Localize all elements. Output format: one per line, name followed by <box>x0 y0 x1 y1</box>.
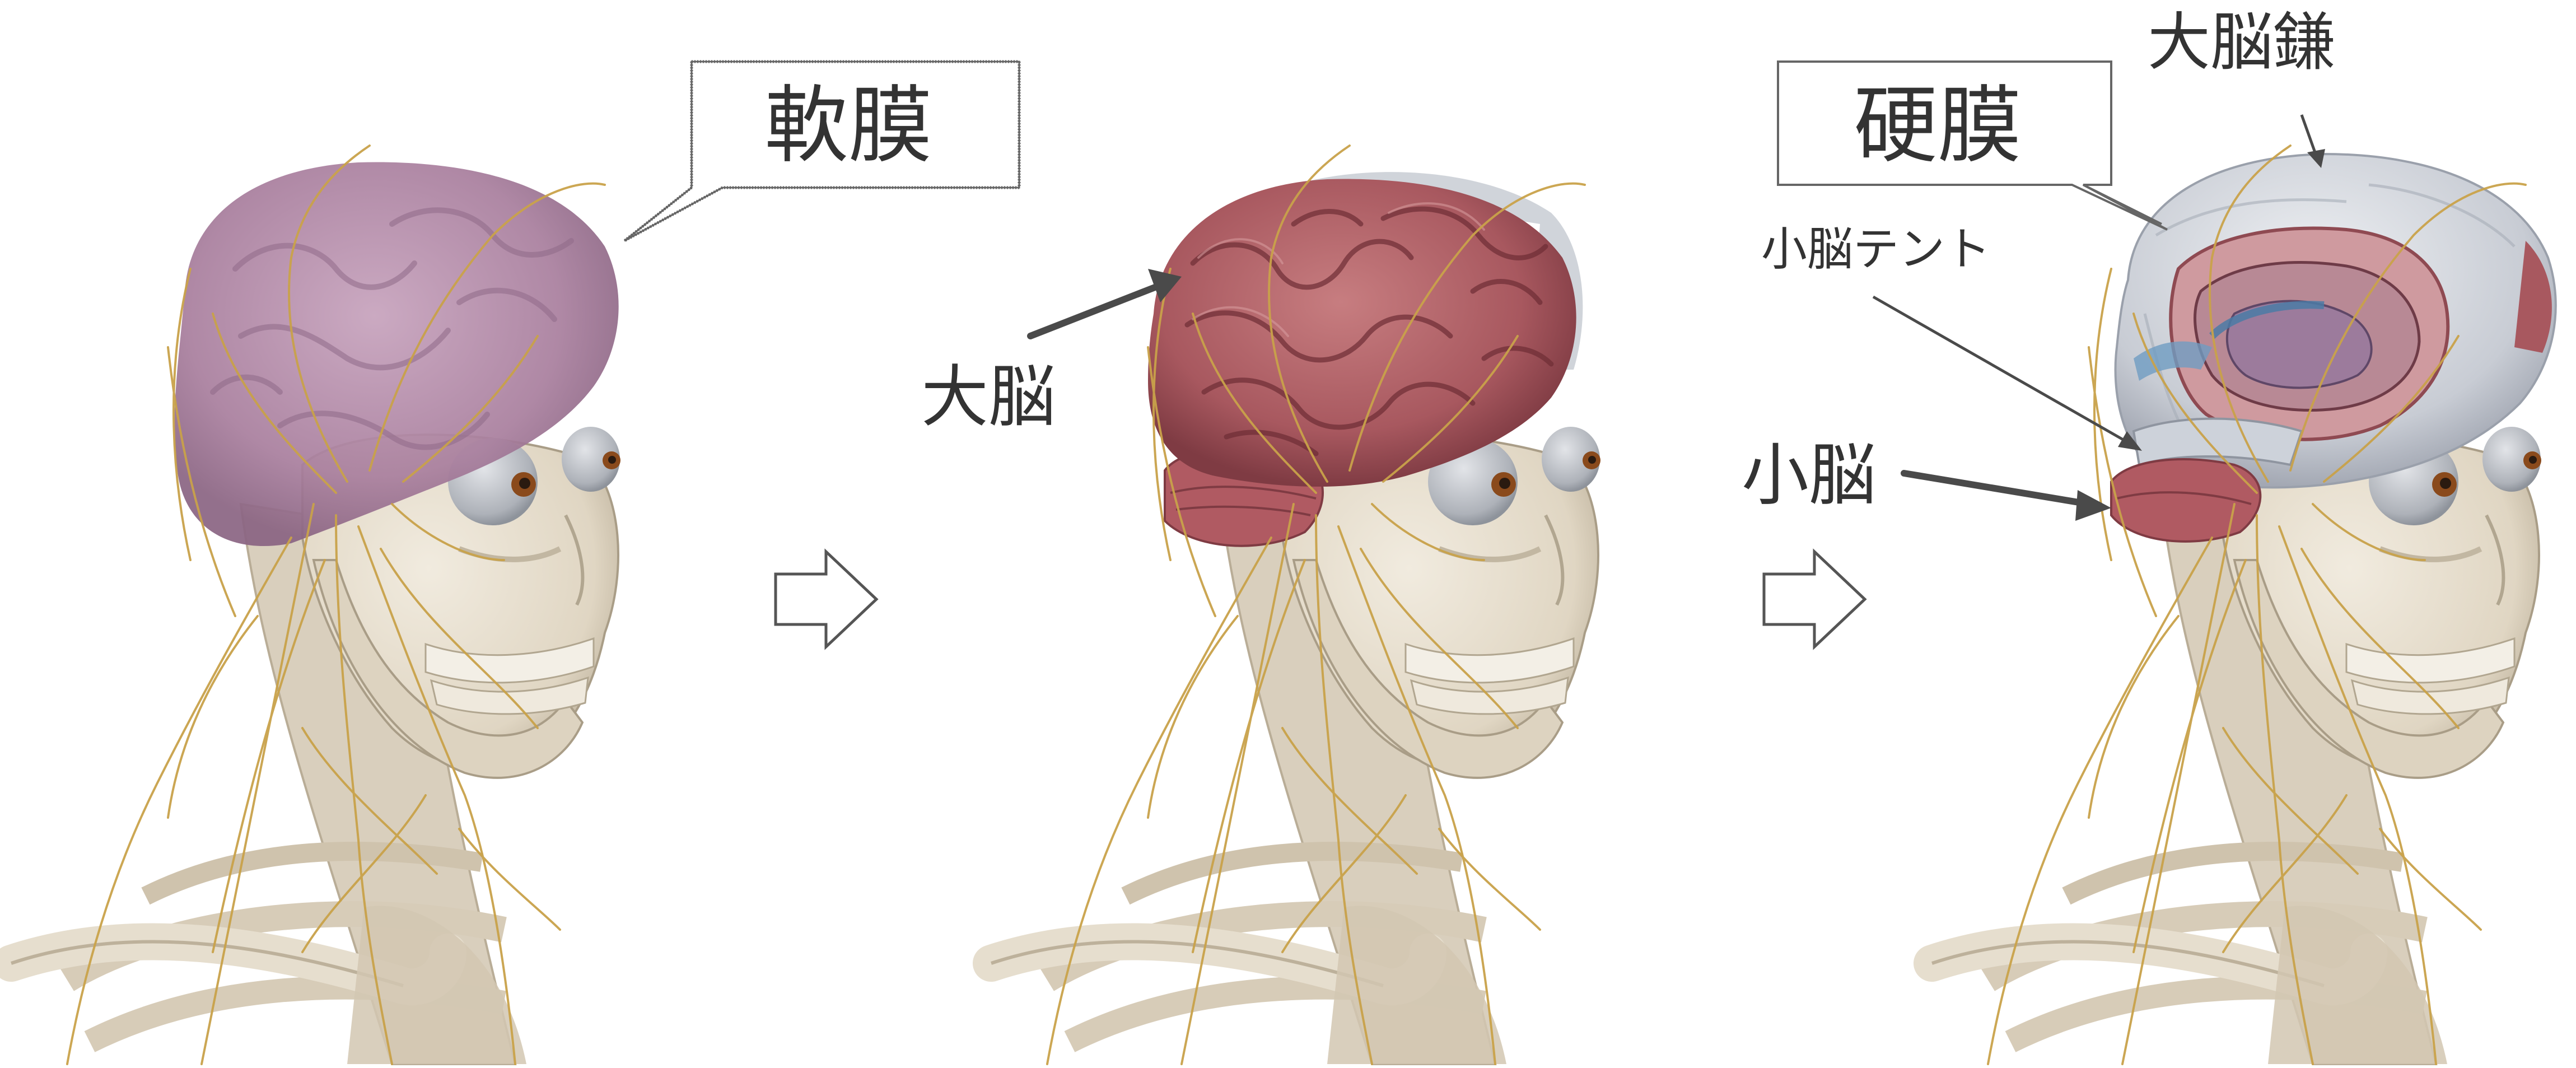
falx-cerebri-label: 大脳鎌 <box>2148 11 2336 74</box>
cerebrum-label: 大脳 <box>921 364 1056 431</box>
panel-pia-mater <box>11 62 1019 1064</box>
transition-arrow-2 <box>1764 552 1865 647</box>
transition-arrow-1 <box>776 552 876 647</box>
pia-mater-label: 軟膜 <box>764 84 932 168</box>
dura-mater-label: 硬膜 <box>1854 84 2022 168</box>
tentorium-cerebelli-label: 小脳テント <box>1761 227 1991 273</box>
panel-cerebrum <box>991 146 1600 1064</box>
cerebellum-pointer <box>1904 473 2111 521</box>
cerebellum-label: 小脳 <box>1742 442 1876 510</box>
